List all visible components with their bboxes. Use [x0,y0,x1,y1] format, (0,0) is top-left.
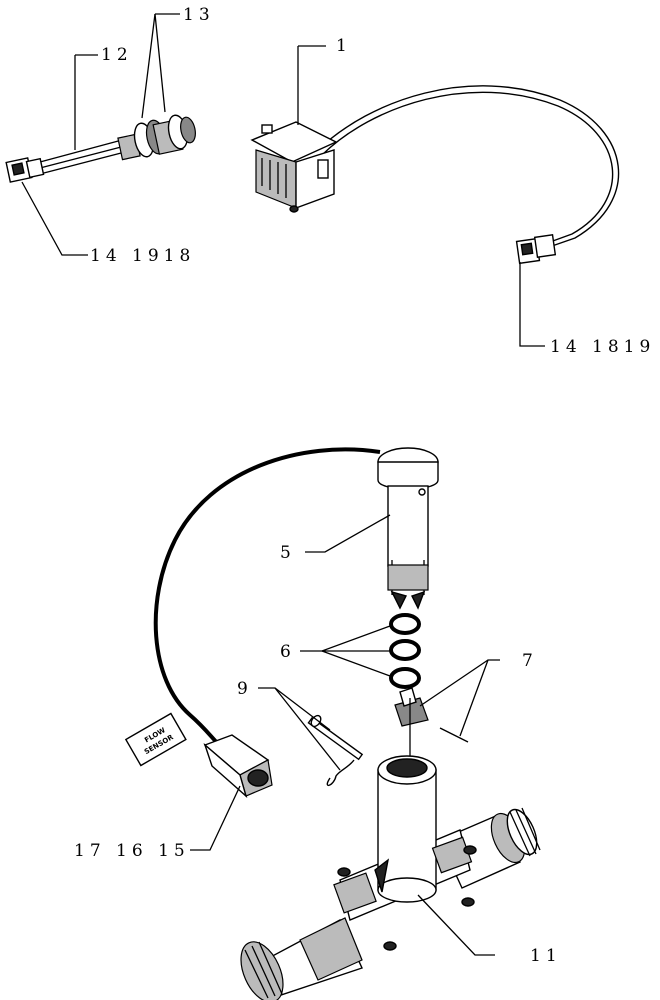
callout-17-16-15: 17 16 15 [74,841,190,861]
o-rings [389,613,421,689]
sensor-connector [5,157,45,183]
control-module-assembly [250,85,620,265]
speed-sensor-assembly [5,114,196,183]
callout-9: 9 [237,679,253,699]
clevis-pin [307,714,364,761]
harness-plug [203,734,273,799]
sensor-threaded-body [117,114,196,161]
callout-labels: 13 12 1 14 1918 14 1819 5 6 7 9 17 16 15… [74,5,655,966]
callout-11: 11 [530,946,562,966]
callout-5: 5 [280,543,296,563]
control-module-box [250,121,338,213]
callout-13: 13 [183,5,215,25]
callout-14-19-18: 14 1918 [90,246,195,266]
callout-1: 1 [336,36,352,56]
leader-lines [21,13,545,956]
callout-12: 12 [101,45,133,65]
tee-housing [240,755,541,1000]
callout-6: 6 [280,642,296,662]
callout-7: 7 [522,651,538,671]
callout-14-18-19: 14 1819 [550,337,655,357]
module-connector [515,234,557,265]
flow-sensor-tag: FLOW SENSOR [124,712,187,767]
sensor-probe [377,447,439,610]
hairpin-clip [326,759,355,786]
flow-sensor-cable [153,447,381,750]
impeller-pin [439,727,469,743]
impeller [394,687,429,760]
